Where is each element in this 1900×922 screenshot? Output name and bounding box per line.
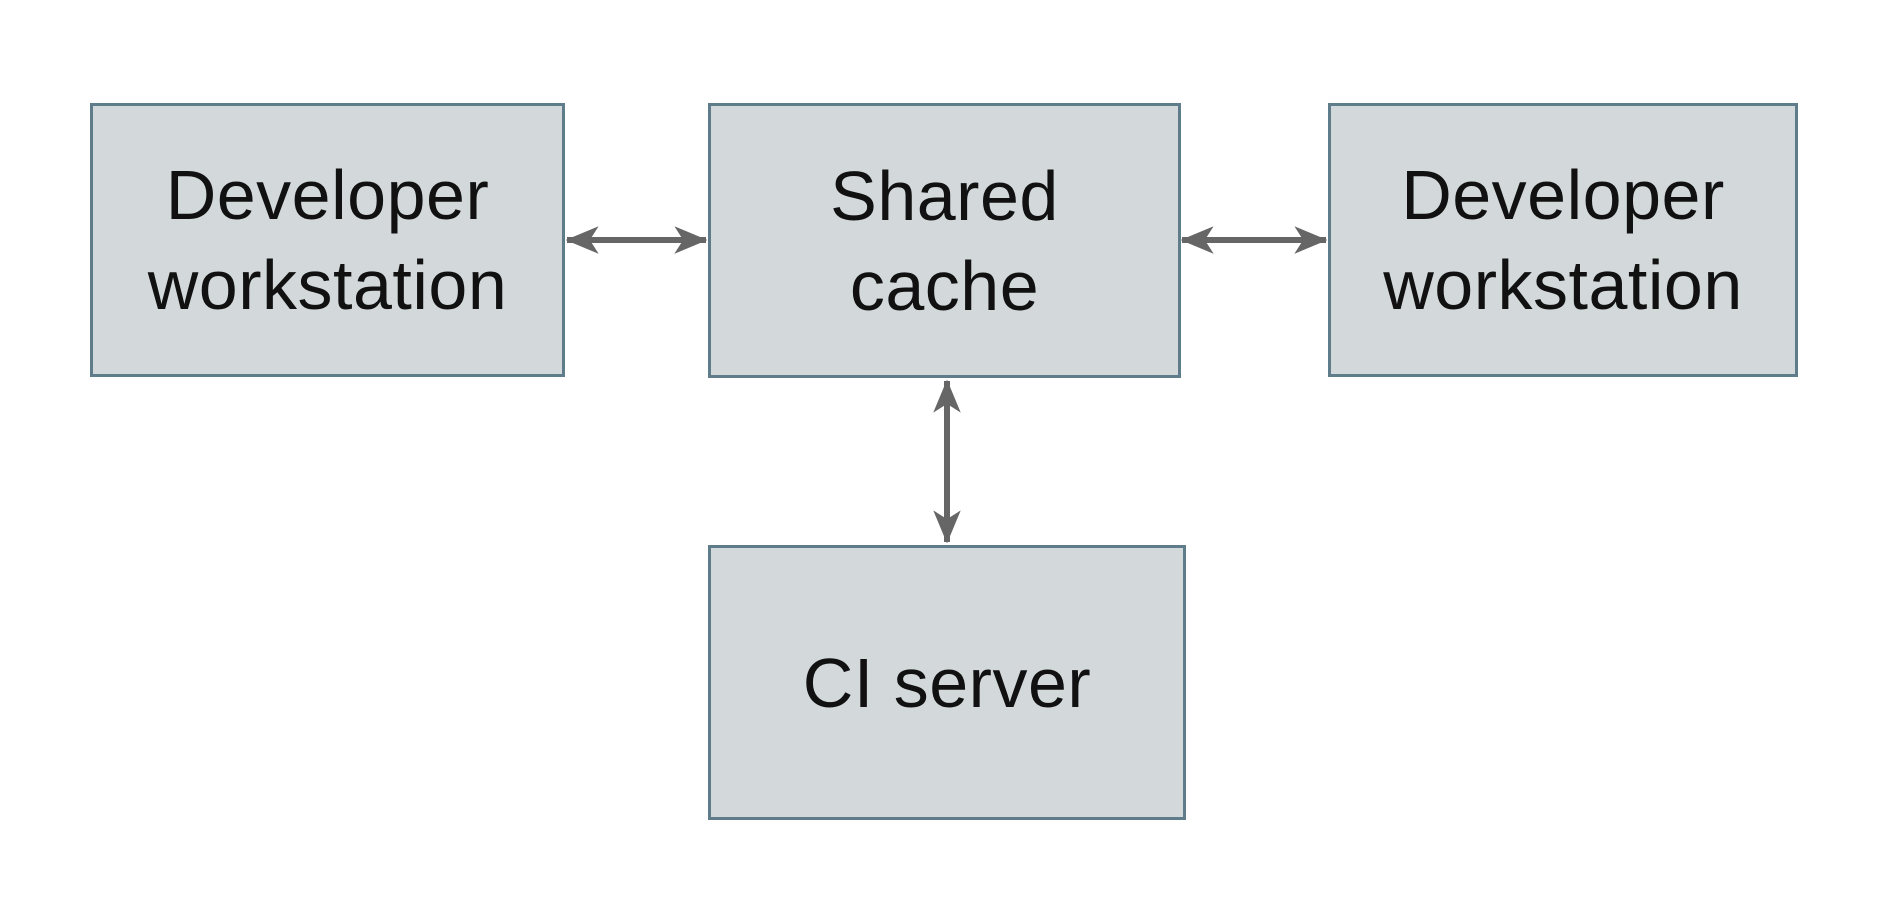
node-ci-server: CI server xyxy=(708,545,1186,820)
node-label: Shared cache xyxy=(830,156,1059,325)
node-developer-workstation-right: Developer workstation xyxy=(1328,103,1798,377)
node-label: CI server xyxy=(802,643,1092,722)
node-label: Developer workstation xyxy=(1383,156,1743,324)
node-shared-cache: Shared cache xyxy=(708,103,1181,378)
node-developer-workstation-left: Developer workstation xyxy=(90,103,565,377)
node-label: Developer workstation xyxy=(147,156,508,324)
